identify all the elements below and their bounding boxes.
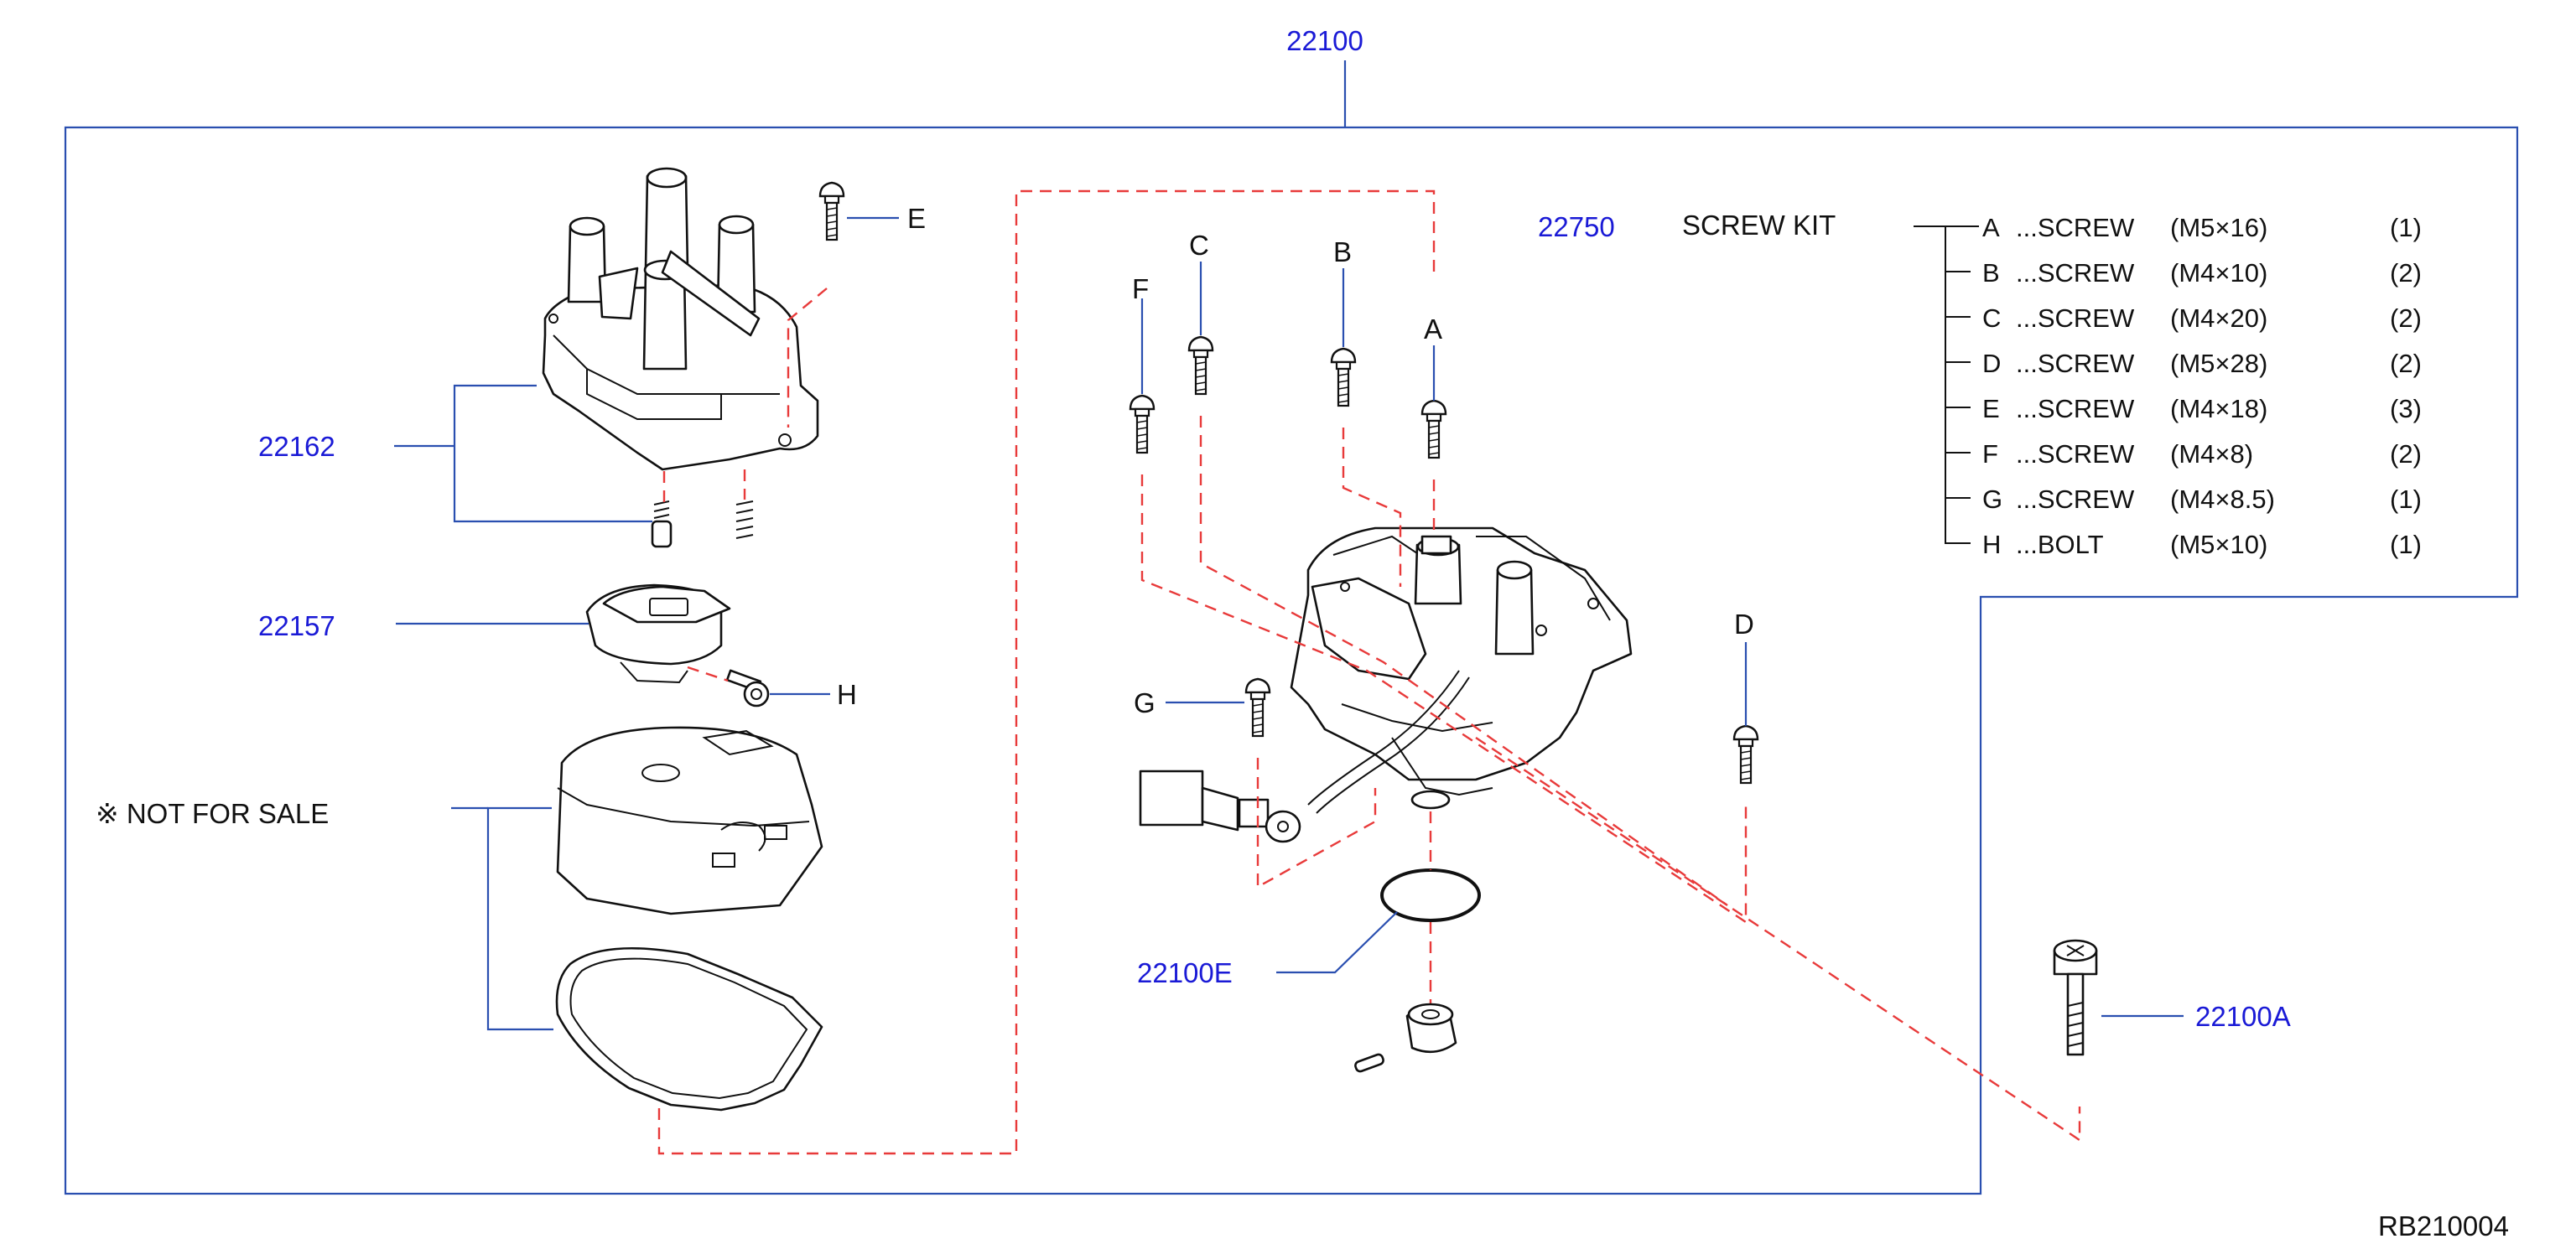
screw-kit-row: C ...SCREW (M4×20) (2)	[1982, 303, 2422, 333]
kit-description: ...SCREW	[2016, 394, 2135, 423]
kit-letter: G	[1982, 485, 2002, 514]
kit-description: ...BOLT	[2016, 530, 2104, 559]
label-e: E	[907, 203, 926, 234]
distributor-housing	[1290, 526, 1633, 810]
screw-b-icon	[1330, 347, 1357, 407]
screw-kit-list: A ...SCREW (M5×16) (1) B ...SCREW (M4×10) (2) C.…	[1982, 213, 2422, 559]
kit-letter: E	[1982, 394, 2000, 423]
kit-quantity: (1)	[2390, 530, 2422, 559]
screw-kit-name: SCREW KIT	[1682, 210, 1836, 241]
kit-size: (M5×28)	[2170, 349, 2267, 378]
part-22162[interactable]: 22162	[258, 431, 335, 462]
kit-quantity: (1)	[2390, 213, 2422, 242]
label-g: G	[1134, 687, 1156, 718]
label-h: H	[837, 679, 857, 710]
kit-description: ...SCREW	[2016, 485, 2135, 514]
screw-d-icon	[1732, 724, 1759, 785]
kit-quantity: (1)	[2390, 485, 2422, 514]
kit-description: ...SCREW	[2016, 439, 2135, 469]
screw-kit-row: G ...SCREW (M4×8.5) (1)	[1982, 485, 2422, 514]
kit-letter: C	[1982, 303, 2001, 333]
housing-cover	[556, 726, 823, 915]
kit-quantity: (3)	[2390, 394, 2422, 423]
kit-size: (M5×10)	[2170, 530, 2267, 559]
label-c: C	[1189, 230, 1209, 261]
wiring-connector	[1139, 670, 1470, 843]
screw-kit-tree	[1914, 225, 1979, 544]
not-for-sale-note: ※ NOT FOR SALE	[96, 798, 329, 829]
kit-description: ...SCREW	[2016, 349, 2135, 378]
kit-size: (M4×8)	[2170, 439, 2253, 469]
kit-description: ...SCREW	[2016, 303, 2135, 333]
screw-a-icon	[1420, 399, 1447, 459]
kit-letter: D	[1982, 349, 2001, 378]
screw-e-icon	[818, 181, 845, 241]
bolt-22100a-icon	[2053, 939, 2098, 1056]
not-for-sale-leader	[486, 806, 553, 1031]
kit-letter: F	[1982, 439, 1998, 469]
screw-c-icon	[1187, 335, 1214, 396]
kit-quantity: (2)	[2390, 349, 2422, 378]
distributor-cap	[542, 167, 819, 471]
screw-kit-row: D ...SCREW (M5×28) (2)	[1982, 349, 2422, 378]
kit-size: (M4×8.5)	[2170, 485, 2275, 514]
screw-kit-row: F ...SCREW (M4×8) (2)	[1982, 439, 2422, 469]
part-22750[interactable]: 22750	[1538, 211, 1615, 242]
part-22100e[interactable]: 22100E	[1137, 957, 1233, 988]
label-d: D	[1734, 609, 1754, 640]
part-22157[interactable]: 22157	[258, 610, 335, 641]
cap-spring-carbon	[651, 500, 754, 548]
kit-description: ...SCREW	[2016, 213, 2135, 242]
kit-letter: H	[1982, 530, 2001, 559]
kit-letter: A	[1982, 213, 2000, 242]
kit-quantity: (2)	[2390, 439, 2422, 469]
screw-kit-row: E ...SCREW (M4×18) (3)	[1982, 394, 2422, 423]
kit-size: (M4×10)	[2170, 258, 2267, 288]
label-f: F	[1132, 273, 1149, 304]
label-a: A	[1424, 314, 1442, 345]
kit-size: (M4×20)	[2170, 303, 2267, 333]
kit-size: (M5×16)	[2170, 213, 2267, 242]
cap-leader	[453, 384, 652, 523]
housing-gasket	[555, 946, 823, 1112]
screw-kit-row: H ...BOLT (M5×10) (1)	[1982, 530, 2422, 559]
drive-coupling	[1354, 1003, 1457, 1073]
assembly-number[interactable]: 22100	[1286, 25, 1363, 56]
screw-g-icon	[1244, 677, 1271, 738]
kit-quantity: (2)	[2390, 258, 2422, 288]
kit-quantity: (2)	[2390, 303, 2422, 333]
assembly-frame	[64, 126, 2519, 1195]
rotor	[585, 583, 731, 684]
kit-description: ...SCREW	[2016, 258, 2135, 288]
bolt-h-icon	[725, 669, 770, 708]
drawing-code: RB210004	[2378, 1210, 2509, 1241]
kit-size: (M4×18)	[2170, 394, 2267, 423]
screw-kit-row: A ...SCREW (M5×16) (1)	[1982, 213, 2422, 242]
kit-letter: B	[1982, 258, 2000, 288]
screw-kit-row: B ...SCREW (M4×10) (2)	[1982, 258, 2422, 288]
label-b: B	[1333, 236, 1352, 267]
part-22100a[interactable]: 22100A	[2195, 1001, 2291, 1032]
screw-f-icon	[1129, 394, 1156, 454]
